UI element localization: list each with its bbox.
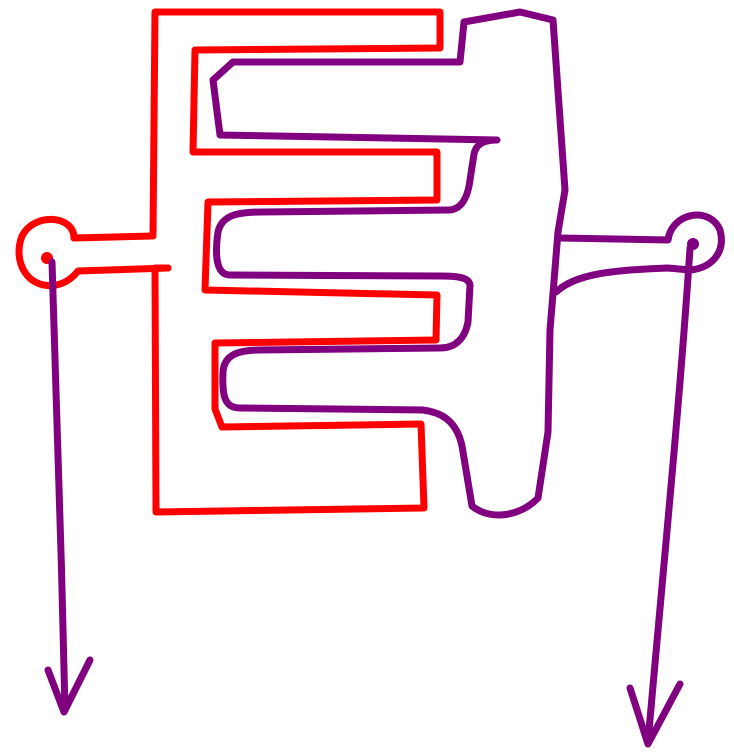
left-contact-pad bbox=[19, 219, 168, 285]
right-lead-arrow bbox=[630, 248, 690, 744]
left-lead-arrow bbox=[48, 262, 90, 712]
left-comb-electrode bbox=[74, 12, 440, 512]
right-comb-electrode bbox=[213, 12, 565, 515]
right-contact-pad bbox=[556, 215, 721, 292]
